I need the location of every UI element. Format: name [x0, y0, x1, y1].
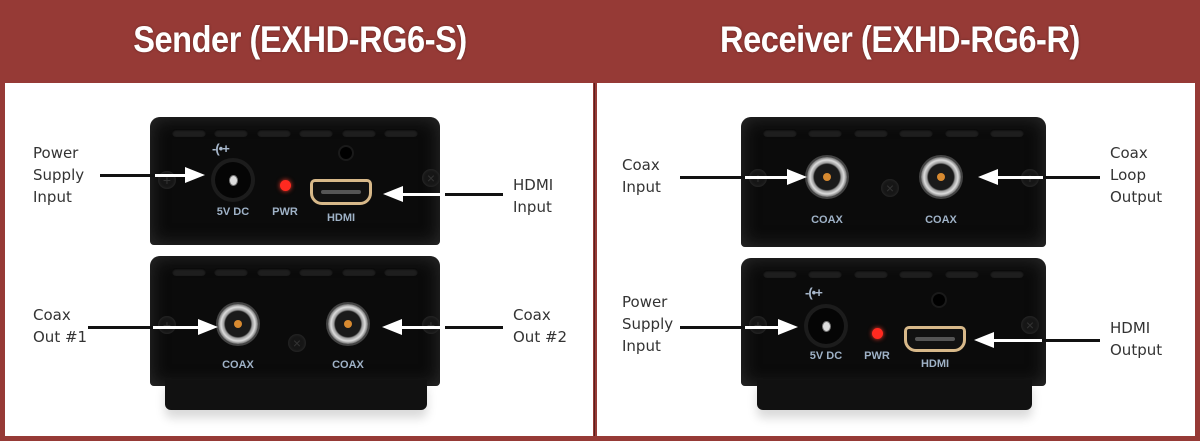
callout-hdmi-input: HDMI Input	[513, 176, 554, 216]
arrow-left-icon	[974, 332, 994, 348]
arrow-right-icon	[787, 169, 807, 185]
callout-power-supply-input: Power Supply Input	[622, 293, 674, 355]
arrow-line	[680, 326, 745, 329]
arrow-line	[100, 174, 155, 177]
vent-row	[172, 268, 418, 276]
callout-coax-out-2: Coax Out #2	[513, 306, 568, 346]
vent-row	[763, 129, 1024, 137]
vent	[172, 129, 206, 137]
arrow-line	[1043, 176, 1100, 179]
arrow-line	[153, 326, 198, 329]
vent	[808, 129, 843, 137]
callout-coax-input: Coax Input	[622, 156, 661, 196]
vent	[172, 268, 206, 276]
screw-icon: +	[158, 316, 176, 334]
coax-loop-output-port	[921, 157, 961, 197]
vent	[214, 268, 249, 276]
dc-label: 5V DC	[809, 350, 843, 362]
vent	[383, 129, 418, 137]
coax-out-2-port	[328, 304, 368, 344]
vent-row	[172, 129, 418, 137]
vent	[341, 129, 376, 137]
screw-icon: +	[749, 316, 767, 334]
device-base	[165, 380, 427, 410]
arrow-line	[155, 174, 185, 177]
arrow-line	[998, 176, 1043, 179]
screw-icon: ×	[1021, 316, 1039, 334]
reset-hole	[340, 147, 352, 159]
screw-icon: ×	[881, 179, 899, 197]
pwr-label: PWR	[864, 350, 890, 362]
vent	[853, 129, 888, 137]
callout-hdmi-output: HDMI Output	[1110, 319, 1163, 359]
device-body: + × -(•+ 5V DC PWR HDMI	[735, 258, 1052, 386]
arrow-left-icon	[978, 169, 998, 185]
vent	[899, 129, 934, 137]
arrow-line	[994, 339, 1042, 342]
coax-input-port	[807, 157, 847, 197]
arrow-line	[680, 176, 745, 179]
screw-icon: ×	[288, 334, 306, 352]
arrow-line	[403, 193, 445, 196]
vent	[944, 270, 979, 278]
vent	[899, 270, 934, 278]
arrow-left-icon	[382, 319, 402, 335]
pwr-label: PWR	[272, 206, 298, 218]
vent	[256, 268, 291, 276]
callout-coax-out-1: Coax Out #1	[33, 306, 88, 346]
vent	[763, 270, 797, 278]
vent	[989, 129, 1024, 137]
coax-label: COAX	[811, 214, 843, 226]
coax-out-1-port	[218, 304, 258, 344]
vent	[763, 129, 797, 137]
panel-divider	[593, 83, 597, 436]
arrow-line	[402, 326, 445, 329]
vent-row	[763, 270, 1024, 278]
arrow-line	[445, 193, 503, 196]
sender-title: Sender (EXHD-RG6-S)	[133, 19, 467, 60]
callout-coax-loop-output: Coax Loop Output	[1110, 144, 1163, 206]
vent	[383, 268, 418, 276]
arrow-line	[745, 176, 787, 179]
vent	[299, 129, 334, 137]
polarity-icon: -(•+	[212, 141, 230, 156]
hdmi-label: HDMI	[920, 358, 950, 370]
reset-hole	[933, 294, 945, 306]
callout-power-supply-input: Power Supply Input	[33, 144, 85, 206]
coax-label: COAX	[222, 359, 254, 371]
arrow-line	[88, 326, 153, 329]
vent	[341, 268, 376, 276]
arrow-right-icon	[185, 167, 205, 183]
dc-label: 5V DC	[216, 206, 250, 218]
hdmi-port	[310, 179, 372, 205]
coax-label: COAX	[332, 359, 364, 371]
vent	[214, 129, 249, 137]
screw-icon: +	[422, 316, 440, 334]
vent	[989, 270, 1024, 278]
screw-icon: ×	[422, 169, 440, 187]
arrow-right-icon	[778, 319, 798, 335]
vent	[944, 129, 979, 137]
vent	[256, 129, 291, 137]
device-body: + × -(•+ 5V DC PWR HDMI	[144, 117, 446, 245]
arrow-left-icon	[383, 186, 403, 202]
power-led	[872, 328, 883, 339]
polarity-icon: -(•+	[805, 285, 823, 300]
hdmi-port	[904, 326, 966, 352]
device-base	[757, 380, 1032, 410]
arrow-line	[745, 326, 778, 329]
vent	[808, 270, 843, 278]
receiver-title: Receiver (EXHD-RG6-R)	[720, 19, 1080, 60]
hdmi-label: HDMI	[326, 212, 356, 224]
arrow-line	[445, 326, 503, 329]
dc-power-jack	[808, 308, 844, 344]
vent	[853, 270, 888, 278]
vent	[299, 268, 334, 276]
arrow-right-icon	[198, 319, 218, 335]
coax-label: COAX	[925, 214, 957, 226]
power-led	[280, 180, 291, 191]
dc-power-jack	[215, 162, 251, 198]
arrow-line	[1042, 339, 1100, 342]
